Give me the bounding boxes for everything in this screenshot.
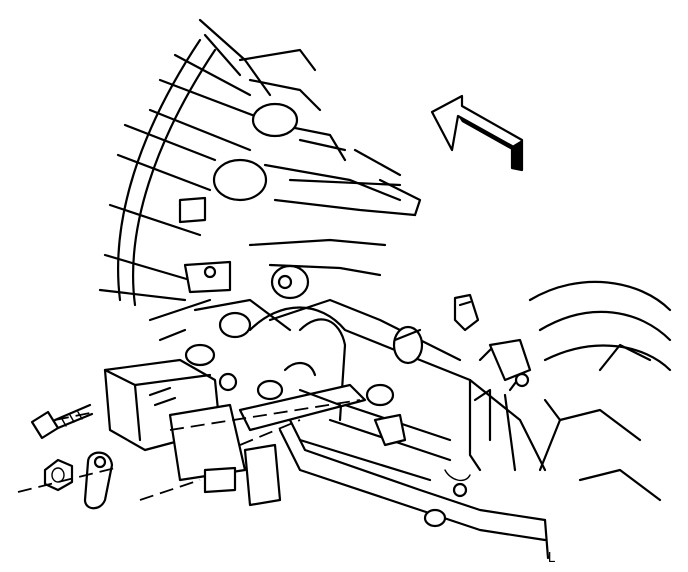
- bell-housing: [98, 18, 422, 367]
- case-bracket: [488, 338, 532, 382]
- switch-connector: [168, 403, 247, 482]
- alignment-lines: [17, 399, 361, 501]
- switch-boss: [218, 372, 238, 392]
- oil-pan: [278, 403, 550, 560]
- mounting-bolt: [30, 403, 94, 440]
- bolt-hole: [514, 372, 530, 388]
- corner-mark: L: [547, 551, 556, 566]
- boss-pad: [212, 158, 268, 202]
- boss-pad: [218, 311, 252, 339]
- retaining-nut: [43, 458, 74, 492]
- forward-arrow: [430, 94, 524, 172]
- drain-bolt: [452, 482, 468, 498]
- lever-end: [365, 383, 395, 407]
- bolt-hole: [203, 265, 217, 279]
- bolt-hole: [277, 274, 293, 290]
- lever-bracket: [373, 413, 407, 447]
- lever-pivot: [256, 379, 284, 401]
- transmission-case: [248, 280, 672, 502]
- clip: [83, 451, 114, 510]
- boss-pad: [184, 343, 216, 367]
- shift-lever: [238, 362, 407, 447]
- lever-arm: [238, 383, 367, 432]
- pan-plug: [423, 508, 447, 528]
- small-clip: [453, 293, 480, 332]
- boss-pad: [251, 102, 299, 138]
- connector-plug: [243, 443, 282, 507]
- connector-tab: [203, 466, 237, 494]
- case-boss: [392, 325, 424, 365]
